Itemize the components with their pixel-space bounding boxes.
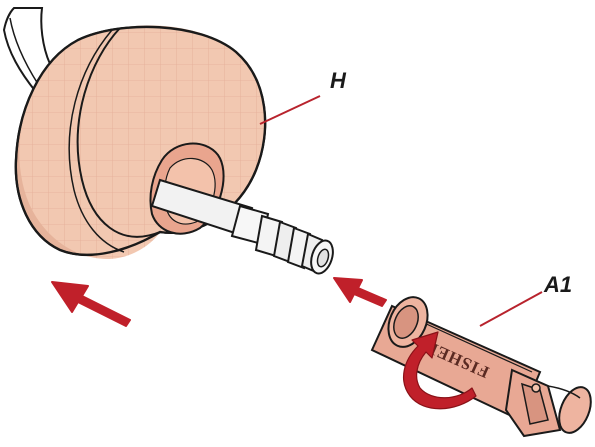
callout-label-adapter: A1 [543, 272, 572, 297]
callout-label-hub: H [330, 68, 347, 93]
hub-wheel [0, 0, 300, 300]
leader-line-hub [260, 96, 320, 124]
adapter-clamp [506, 370, 595, 437]
arrow-left-icon [52, 282, 130, 326]
shaft-coupling [256, 216, 337, 276]
arrow-left-icon [334, 278, 386, 306]
leader-line-adapter [480, 292, 542, 326]
